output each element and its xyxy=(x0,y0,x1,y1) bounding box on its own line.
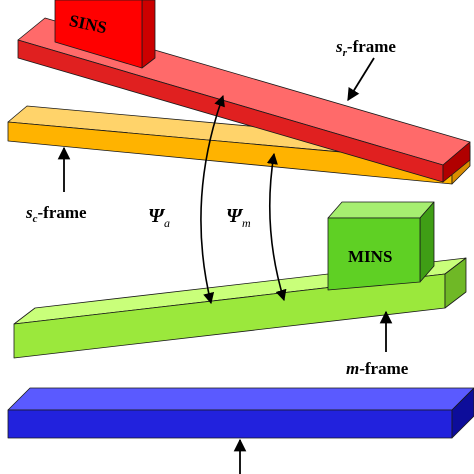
m-bar-side xyxy=(444,257,467,309)
sins-block-front xyxy=(54,0,143,69)
base-bar-side xyxy=(451,387,474,439)
base-bar-top xyxy=(7,387,474,411)
psi-a-label: Ψa xyxy=(148,205,170,230)
base-bar-front xyxy=(7,409,453,439)
psi-m-label: Ψm xyxy=(226,205,251,230)
m-frame-label: m-frame xyxy=(346,359,409,378)
sr-frame-label: sr-frame xyxy=(335,37,396,59)
mins-block: MINS xyxy=(327,201,435,291)
psi-a-arc xyxy=(200,94,225,305)
base-bar xyxy=(7,387,474,439)
mins-block-front xyxy=(327,217,421,291)
sc-frame-label: sc-frame xyxy=(25,203,87,225)
sins-block: SINS xyxy=(54,0,156,69)
sr-bar-side xyxy=(442,141,471,183)
mins-block-top xyxy=(327,201,435,219)
psi-m-arc xyxy=(266,152,287,302)
sins-block-side xyxy=(141,0,156,69)
mins-label: MINS xyxy=(348,247,392,266)
sr-frame-arrow xyxy=(347,57,375,102)
